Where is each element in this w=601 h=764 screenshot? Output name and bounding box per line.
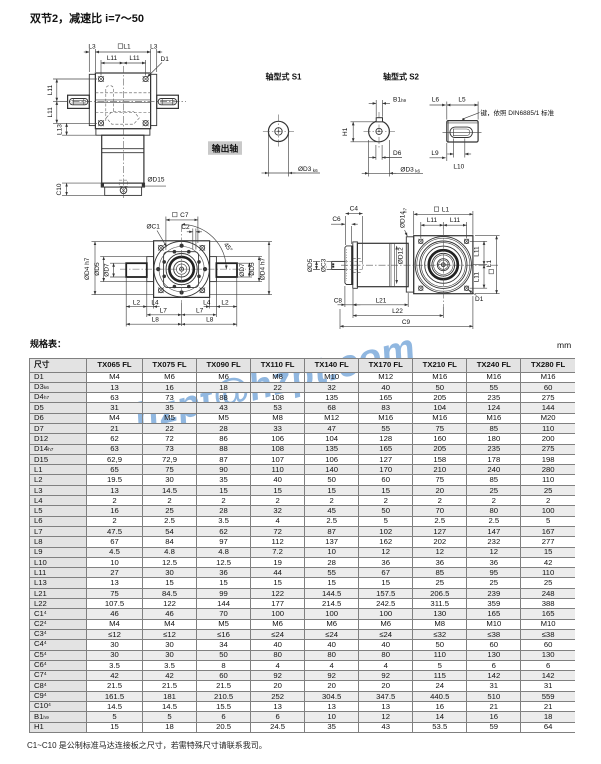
- svg-text:L4: L4: [203, 300, 211, 307]
- svg-text:L21: L21: [376, 297, 387, 304]
- svg-text:D1: D1: [475, 296, 484, 303]
- svg-text:L6: L6: [432, 97, 440, 104]
- svg-text:L7: L7: [160, 307, 168, 314]
- svg-text:ØD15: ØD15: [148, 177, 165, 184]
- svg-text:轴型式 S2: 轴型式 S2: [383, 72, 420, 82]
- svg-text:ØD3: ØD3: [400, 166, 414, 173]
- svg-text:h7: h7: [403, 208, 408, 214]
- svg-text:D1: D1: [161, 56, 170, 63]
- svg-text:C7: C7: [180, 212, 189, 219]
- svg-text:L13: L13: [57, 124, 64, 135]
- svg-text:ØC3: ØC3: [320, 258, 327, 272]
- svg-text:L11: L11: [107, 55, 118, 62]
- svg-text:L22: L22: [392, 308, 403, 315]
- svg-text:L5: L5: [458, 97, 466, 104]
- svg-text:L11: L11: [474, 272, 481, 283]
- svg-text:C10: C10: [56, 183, 63, 195]
- svg-text:C6: C6: [332, 216, 341, 223]
- svg-text:L8: L8: [206, 317, 214, 324]
- svg-text:ØD5: ØD5: [249, 262, 256, 276]
- svg-text:k6: k6: [415, 168, 420, 173]
- svg-text:L10: L10: [453, 164, 464, 171]
- svg-text:ØD5: ØD5: [307, 258, 314, 272]
- svg-text:ØC1: ØC1: [147, 224, 161, 231]
- svg-text:B1: B1: [393, 96, 401, 103]
- svg-text:ØD14: ØD14: [399, 211, 406, 228]
- svg-text:45°: 45°: [222, 241, 235, 254]
- svg-text:ØD5: ØD5: [94, 262, 101, 276]
- svg-text:L11: L11: [427, 217, 438, 224]
- svg-text:L11: L11: [129, 55, 140, 62]
- svg-text:C4: C4: [350, 206, 359, 213]
- svg-text:L3: L3: [150, 44, 158, 51]
- svg-text:C8: C8: [334, 297, 343, 304]
- svg-text:L1: L1: [123, 44, 131, 51]
- svg-text:h9: h9: [401, 98, 407, 103]
- svg-text:L11: L11: [47, 84, 54, 95]
- svg-text:L3: L3: [88, 44, 96, 51]
- svg-text:L4: L4: [151, 300, 159, 307]
- svg-text:L8: L8: [152, 317, 160, 324]
- svg-text:D6: D6: [393, 150, 402, 157]
- svg-text:L1: L1: [442, 206, 450, 213]
- svg-text:L9: L9: [431, 150, 439, 157]
- svg-text:ØD12: ØD12: [398, 247, 405, 264]
- svg-text:ØD3: ØD3: [298, 166, 312, 173]
- svg-text:ØD7: ØD7: [104, 263, 111, 277]
- svg-text:L11: L11: [450, 217, 461, 224]
- svg-text:L2: L2: [133, 300, 141, 307]
- svg-text:k6: k6: [313, 168, 318, 173]
- svg-text:L11: L11: [474, 246, 481, 257]
- svg-text:轴型式 S1: 轴型式 S1: [266, 72, 303, 82]
- svg-text:输出轴: 输出轴: [212, 142, 239, 153]
- svg-text:ØD7: ØD7: [239, 263, 246, 277]
- svg-text:键，依照 DIN6885/1 标准: 键，依照 DIN6885/1 标准: [481, 108, 555, 117]
- svg-text:L11: L11: [47, 107, 54, 118]
- svg-text:C9: C9: [402, 319, 411, 326]
- svg-text:ØD4 h7: ØD4 h7: [84, 257, 91, 280]
- svg-text:H1: H1: [342, 127, 349, 136]
- svg-text:L1: L1: [486, 260, 493, 268]
- svg-text:ØD4 h7: ØD4 h7: [259, 258, 266, 281]
- svg-text:L2: L2: [221, 300, 229, 307]
- svg-text:L7: L7: [196, 307, 204, 314]
